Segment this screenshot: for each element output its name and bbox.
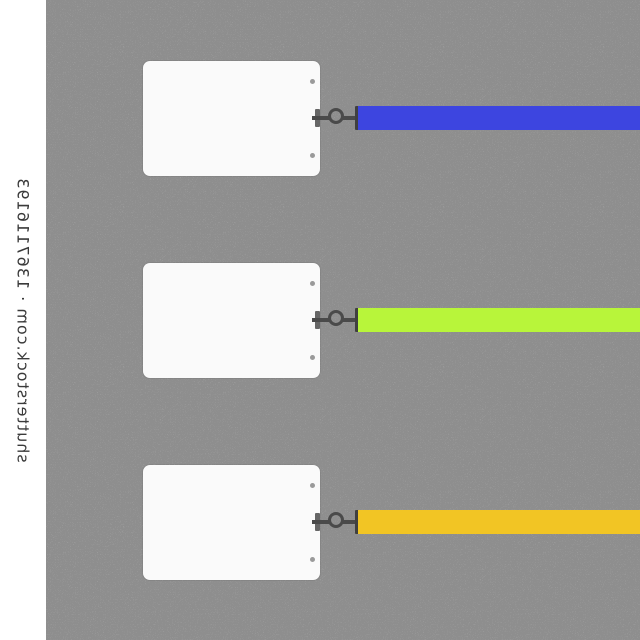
clip-ring-icon bbox=[328, 108, 344, 124]
lanyard-clip-2 bbox=[312, 308, 362, 332]
badge-hole bbox=[310, 79, 315, 84]
badge-hole bbox=[310, 557, 315, 562]
id-badge-card-3 bbox=[143, 465, 320, 580]
lanyard-strap-lime bbox=[358, 308, 640, 332]
id-badge-card-2 bbox=[143, 263, 320, 378]
lanyard-strap-blue bbox=[358, 106, 640, 130]
badge-hole bbox=[310, 355, 315, 360]
watermark-text: shutterstock.com · 1367116193 bbox=[13, 177, 33, 463]
clip-ring-icon bbox=[328, 310, 344, 326]
clip-ring-icon bbox=[328, 512, 344, 528]
lanyard-clip-3 bbox=[312, 510, 362, 534]
lanyard-clip-1 bbox=[312, 106, 362, 130]
badge-hole bbox=[310, 281, 315, 286]
lanyard-strap-yellow bbox=[358, 510, 640, 534]
id-badge-card-1 bbox=[143, 61, 320, 176]
watermark-strip: shutterstock.com · 1367116193 bbox=[0, 0, 46, 640]
badge-hole bbox=[310, 483, 315, 488]
badge-hole bbox=[310, 153, 315, 158]
